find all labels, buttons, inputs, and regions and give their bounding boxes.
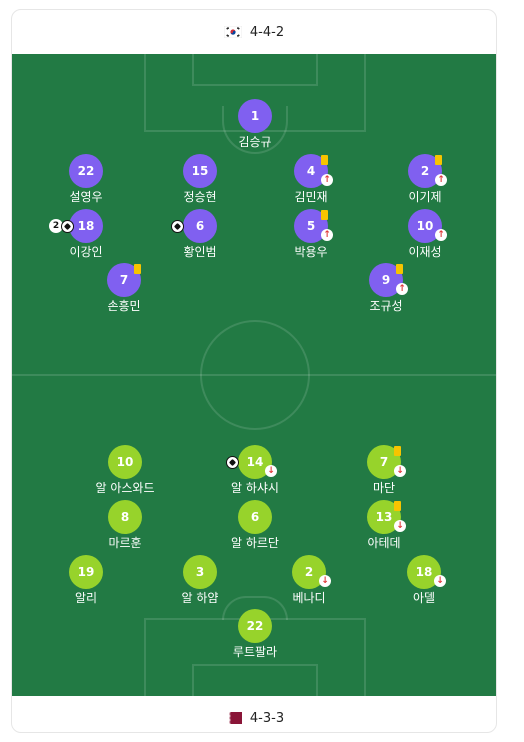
player-number-badge: 2 <box>292 555 326 589</box>
player-number-badge: 1 <box>238 99 272 133</box>
substitution-arrow-icon: ↑ <box>321 229 333 241</box>
player-name: 아델 <box>412 591 436 605</box>
player-name: 알 하샤시 <box>231 481 279 495</box>
top-team-formation: 4-4-2 <box>249 24 285 40</box>
player-name: 이기제 <box>408 190 442 204</box>
substitution-arrow-icon: ↓ <box>434 575 446 587</box>
bottom-team-header: 4-3-3 <box>12 696 496 732</box>
player-number-badge: 3 <box>183 555 217 589</box>
player-name: 손흥민 <box>107 299 141 313</box>
player-number-badge: 18 <box>69 209 103 243</box>
player-number-badge: 22 <box>238 609 272 643</box>
center-circle <box>200 320 310 430</box>
player-name: 알 하르단 <box>231 536 279 550</box>
player-name: 알 하얌 <box>181 591 219 605</box>
substitution-arrow-icon: ↑ <box>396 283 408 295</box>
soccer-ball-icon <box>61 220 74 233</box>
player-name: 베나디 <box>292 591 326 605</box>
substitution-arrow-icon: ↓ <box>394 465 406 477</box>
player-name: 알 아스와드 <box>95 481 155 495</box>
player-name: 루트팔라 <box>232 645 278 659</box>
player-name: 김승규 <box>238 135 272 149</box>
top-goal-area <box>192 52 318 86</box>
goal-count-badge: 2 <box>49 219 63 233</box>
player-name: 이강인 <box>69 245 103 259</box>
football-pitch: 1 김승규 22 설영우 15 정승현 4 ↑ 김민재 2 ↑ 이기제 18 2… <box>12 52 496 698</box>
player-name: 정승현 <box>183 190 217 204</box>
bottom-team-formation: 4-3-3 <box>249 710 285 726</box>
player-name: 마단 <box>372 481 396 495</box>
player-name: 마르훈 <box>108 536 142 550</box>
bottom-goal-area <box>192 664 318 698</box>
player-number-badge: 15 <box>183 154 217 188</box>
lineup-card: 4-4-2 1 김승규 22 설영우 15 정승현 4 ↑ 김민재 <box>11 9 497 733</box>
yellow-card-icon <box>435 155 442 165</box>
player-name: 알리 <box>74 591 98 605</box>
soccer-ball-icon <box>171 220 184 233</box>
substitution-arrow-icon: ↓ <box>319 575 331 587</box>
substitution-arrow-icon: ↓ <box>265 465 277 477</box>
yellow-card-icon <box>134 264 141 274</box>
player-number-badge: 10 <box>108 445 142 479</box>
player-name: 황인범 <box>183 245 217 259</box>
qatar-flag-icon <box>223 712 242 724</box>
player-number-badge: 6 <box>183 209 217 243</box>
substitution-arrow-icon: ↑ <box>435 174 447 186</box>
player-name: 이재성 <box>408 245 442 259</box>
yellow-card-icon <box>394 446 401 456</box>
soccer-ball-icon <box>226 456 239 469</box>
yellow-card-icon <box>396 264 403 274</box>
substitution-arrow-icon: ↑ <box>435 229 447 241</box>
player-number-badge: 6 <box>238 500 272 534</box>
player-name: 설영우 <box>69 190 103 204</box>
player-name: 아테데 <box>367 536 401 550</box>
player-number-badge: 8 <box>108 500 142 534</box>
top-team-header: 4-4-2 <box>12 10 496 54</box>
yellow-card-icon <box>321 210 328 220</box>
south-korea-flag-icon <box>223 25 243 39</box>
yellow-card-icon <box>394 501 401 511</box>
player-number-badge: 19 <box>69 555 103 589</box>
player-name: 박용우 <box>294 245 328 259</box>
player-name: 조규성 <box>369 299 403 313</box>
substitution-arrow-icon: ↓ <box>394 520 406 532</box>
yellow-card-icon <box>321 155 328 165</box>
player-number-badge: 22 <box>69 154 103 188</box>
substitution-arrow-icon: ↑ <box>321 174 333 186</box>
player-name: 김민재 <box>294 190 328 204</box>
